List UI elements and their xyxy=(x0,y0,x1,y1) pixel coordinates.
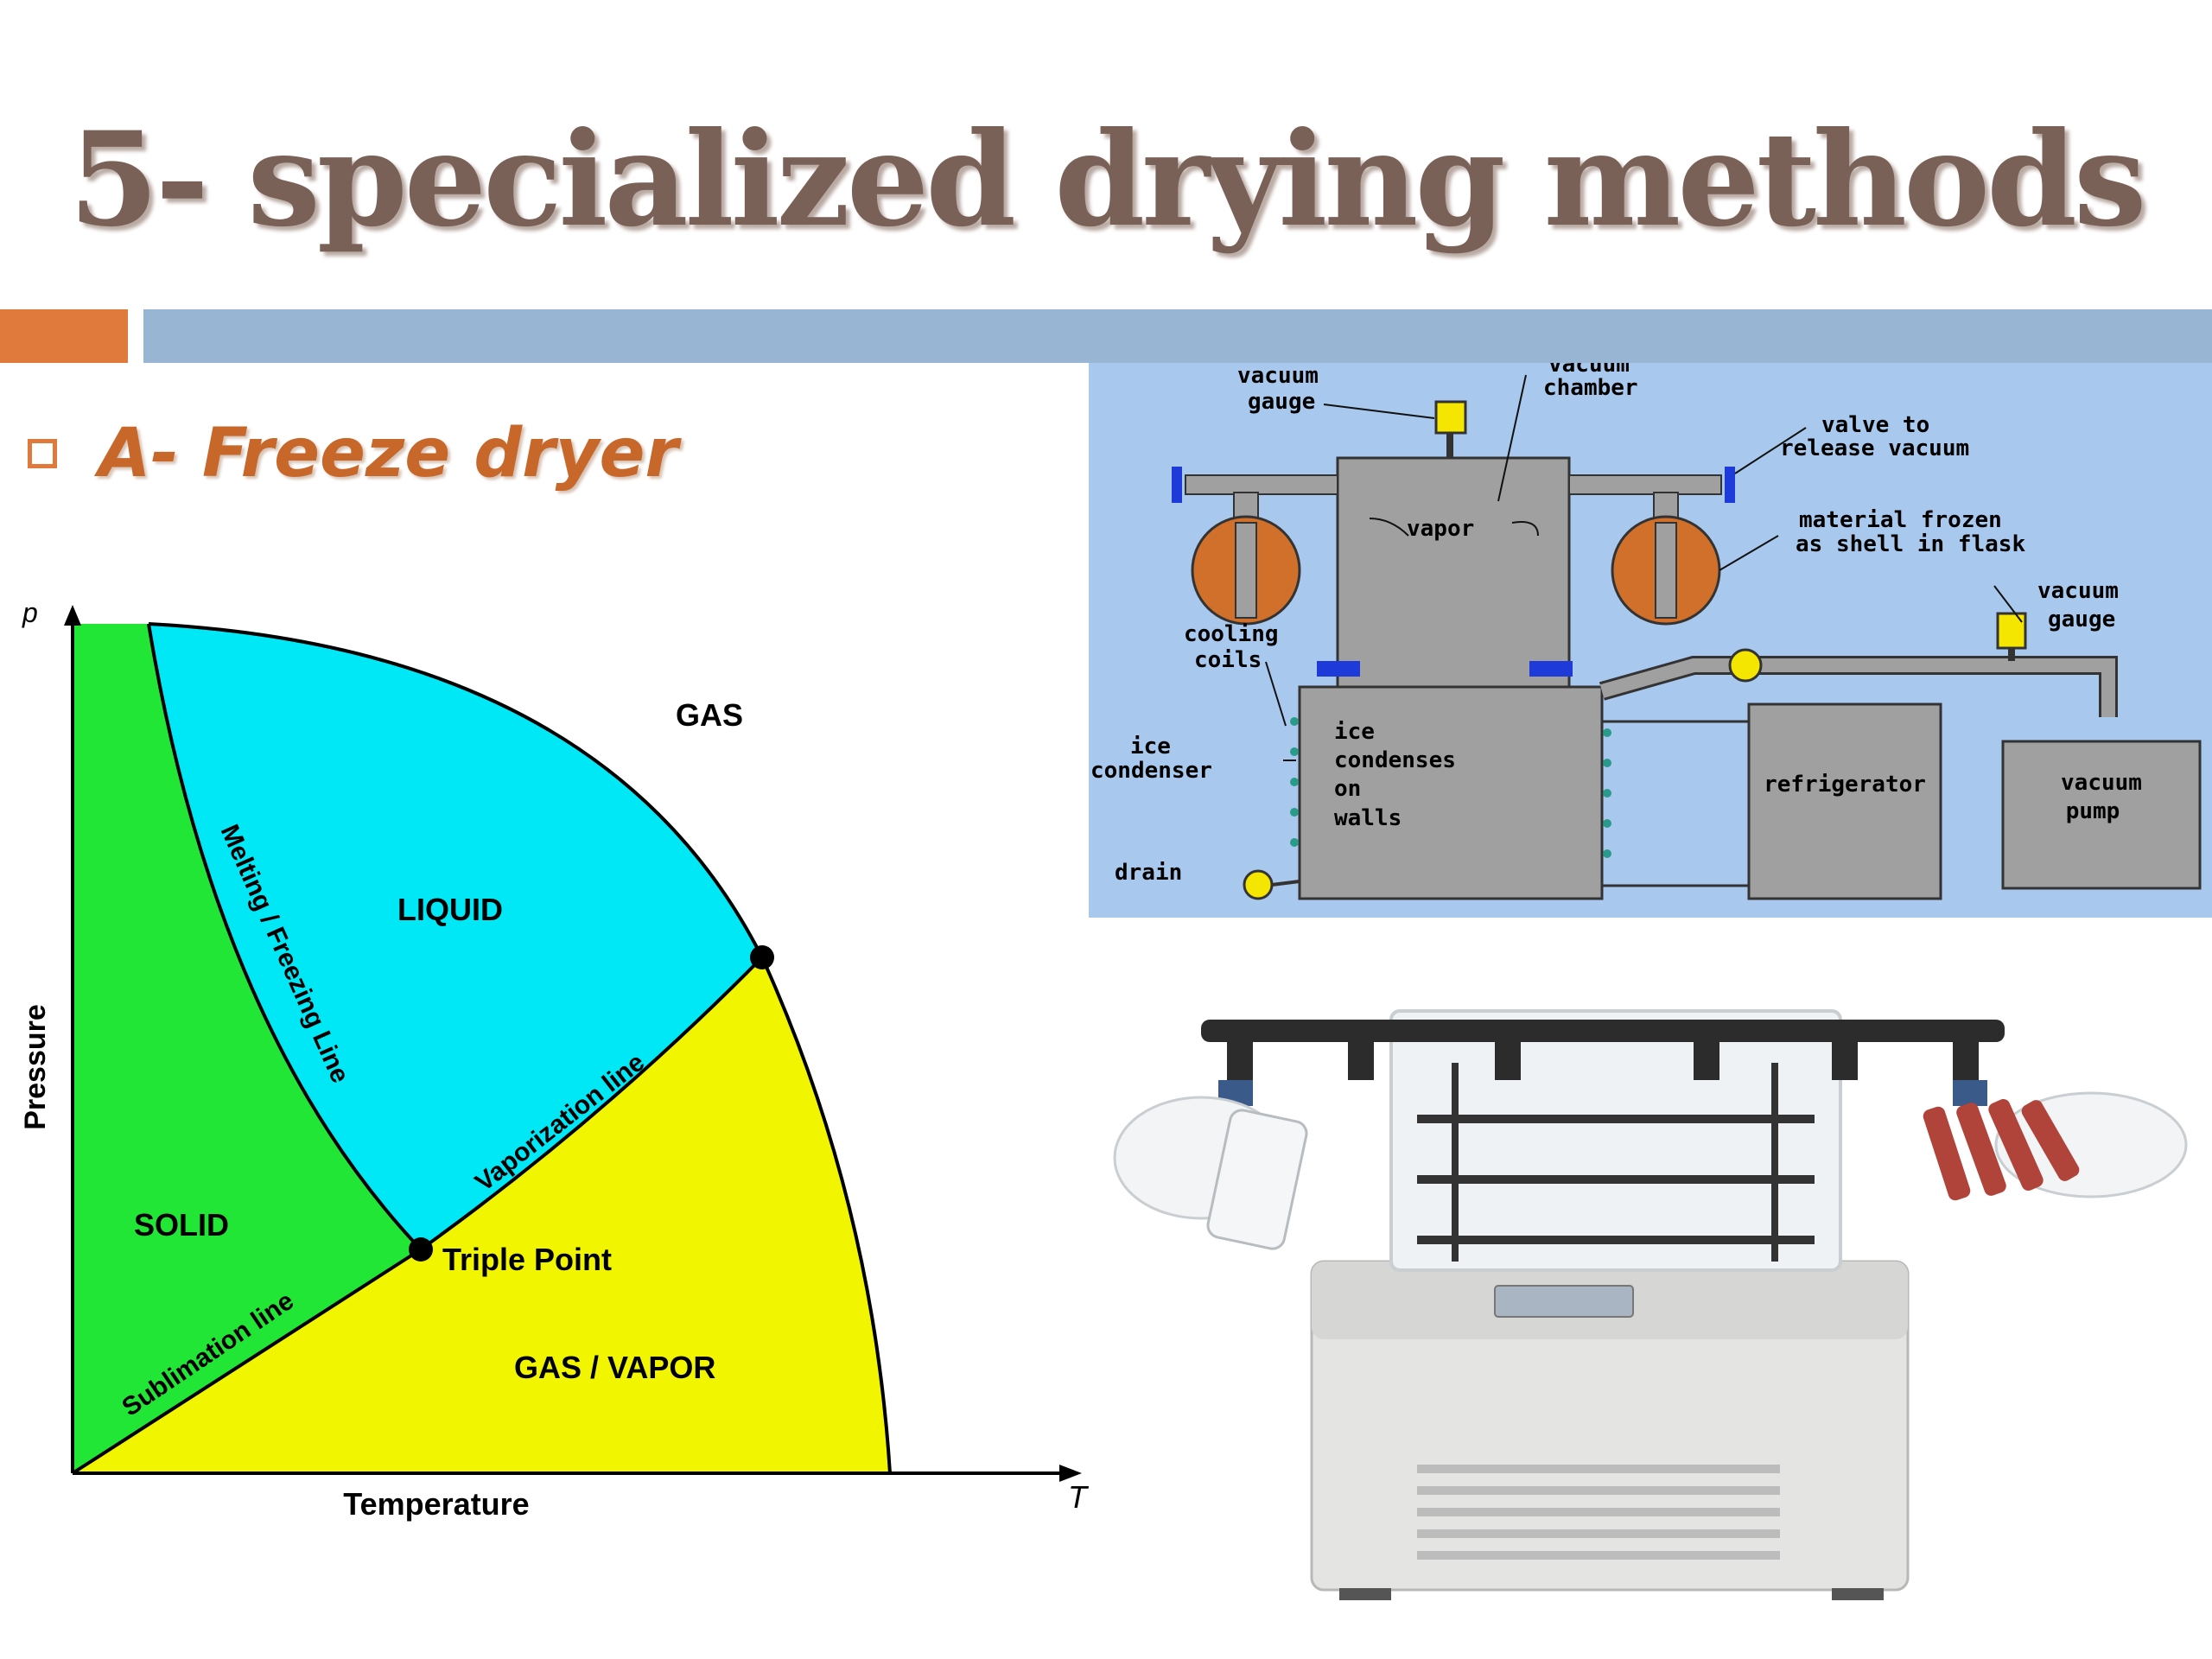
phase-diagram: p T Pressure Temperature GAS LIQUID SOLI… xyxy=(0,596,1115,1547)
freeze-dryer-schematic: vacuum gauge vacuum chamber valve to rel… xyxy=(1089,352,2212,918)
vacuum-gauge-top-label-2: gauge xyxy=(1248,389,1315,415)
gas-vapor-label: GAS / VAPOR xyxy=(514,1350,715,1385)
vacuum-gauge-right-label-1: vacuum xyxy=(2037,578,2119,604)
x-axis-label: Temperature xyxy=(343,1486,529,1522)
vapor-label: vapor xyxy=(1407,516,1474,542)
flange-left xyxy=(1317,661,1360,677)
right-valve-handle xyxy=(1725,467,1735,503)
right-arm xyxy=(1568,474,1722,495)
solid-label: SOLID xyxy=(134,1207,229,1243)
x-axis-symbol: T xyxy=(1068,1479,1090,1515)
cooling-coils-label-1: cooling xyxy=(1184,621,1279,647)
drain-valve-icon xyxy=(1243,869,1274,900)
triple-point-label: Triple Point xyxy=(442,1242,612,1277)
solid-region xyxy=(73,624,421,1473)
y-axis-symbol: p xyxy=(22,597,38,628)
y-axis-label: Pressure xyxy=(19,1004,52,1130)
ice-condenses-label-3: on xyxy=(1334,776,1361,802)
gas-label: GAS xyxy=(676,697,743,733)
bullet-text: A- Freeze dryer xyxy=(99,415,678,493)
bullet-square-icon xyxy=(28,439,57,468)
left-valve-handle xyxy=(1172,467,1182,503)
drain-pipe xyxy=(1271,880,1300,887)
critical-point xyxy=(750,945,774,969)
cooling-coils-label-2: coils xyxy=(1194,647,1262,673)
freeze-dryer-machine-icon xyxy=(1113,1009,2188,1600)
liquid-region xyxy=(149,624,762,1249)
material-label-2: as shell in flask xyxy=(1796,531,2025,557)
material-label-1: material frozen xyxy=(1799,507,2002,533)
vacuum-gauge-top-label-1: vacuum xyxy=(1237,363,1319,389)
vacuum-pump-label-2: pump xyxy=(2066,798,2120,824)
vacuum-chamber-label-2: chamber xyxy=(1543,375,1638,401)
vapor-region xyxy=(73,957,890,1473)
ice-condenser-label-1: ice xyxy=(1130,734,1171,760)
vacuum-pump xyxy=(2001,740,2202,890)
liquid-label: LIQUID xyxy=(397,892,503,927)
vacuum-line-inner xyxy=(1599,658,2115,717)
freeze-dryer-photo xyxy=(1089,959,2212,1633)
drain-label: drain xyxy=(1115,860,1182,886)
right-flask-core xyxy=(1655,522,1677,619)
ice-condenses-label-2: condenses xyxy=(1334,747,1456,773)
refrigerator-label: refrigerator xyxy=(1764,772,1926,798)
bullet-item: A- Freeze dryer xyxy=(28,415,678,493)
accent-bar-orange xyxy=(0,309,128,363)
ice-condenses-label-1: ice xyxy=(1334,719,1375,745)
y-axis-arrow xyxy=(64,605,81,626)
vacuum-gauge-right-icon xyxy=(1996,612,2027,650)
refrigerator xyxy=(1747,702,1942,900)
x-axis-arrow xyxy=(1059,1465,1082,1482)
vacuum-gauge-top-icon xyxy=(1434,400,1467,435)
slide-title: 5- specialized drying methods xyxy=(68,104,2147,256)
valve-label-1: valve to xyxy=(1821,412,1929,438)
triple-point xyxy=(409,1237,433,1262)
line-valve-icon xyxy=(1728,648,1763,683)
left-arm xyxy=(1185,474,1338,495)
vaporization-line xyxy=(419,956,764,1251)
accent-bar-blue xyxy=(143,309,2212,363)
gas-boundary-lower xyxy=(760,957,892,1474)
ice-condenser-label-2: condenser xyxy=(1090,758,1212,784)
left-flask-core xyxy=(1235,522,1257,619)
ice-condenses-label-4: walls xyxy=(1334,805,1402,831)
cooling-coils xyxy=(1290,717,1611,858)
ice-condenser xyxy=(1298,685,1604,900)
sublimation-line xyxy=(71,1248,423,1475)
valve-label-2: release vacuum xyxy=(1780,435,1969,461)
vacuum-gauge-right-label-2: gauge xyxy=(2048,607,2115,632)
melting-freezing-line xyxy=(147,623,423,1251)
vacuum-pump-label-1: vacuum xyxy=(2061,770,2142,796)
flange-right xyxy=(1529,661,1573,677)
gas-boundary-upper xyxy=(148,622,764,958)
